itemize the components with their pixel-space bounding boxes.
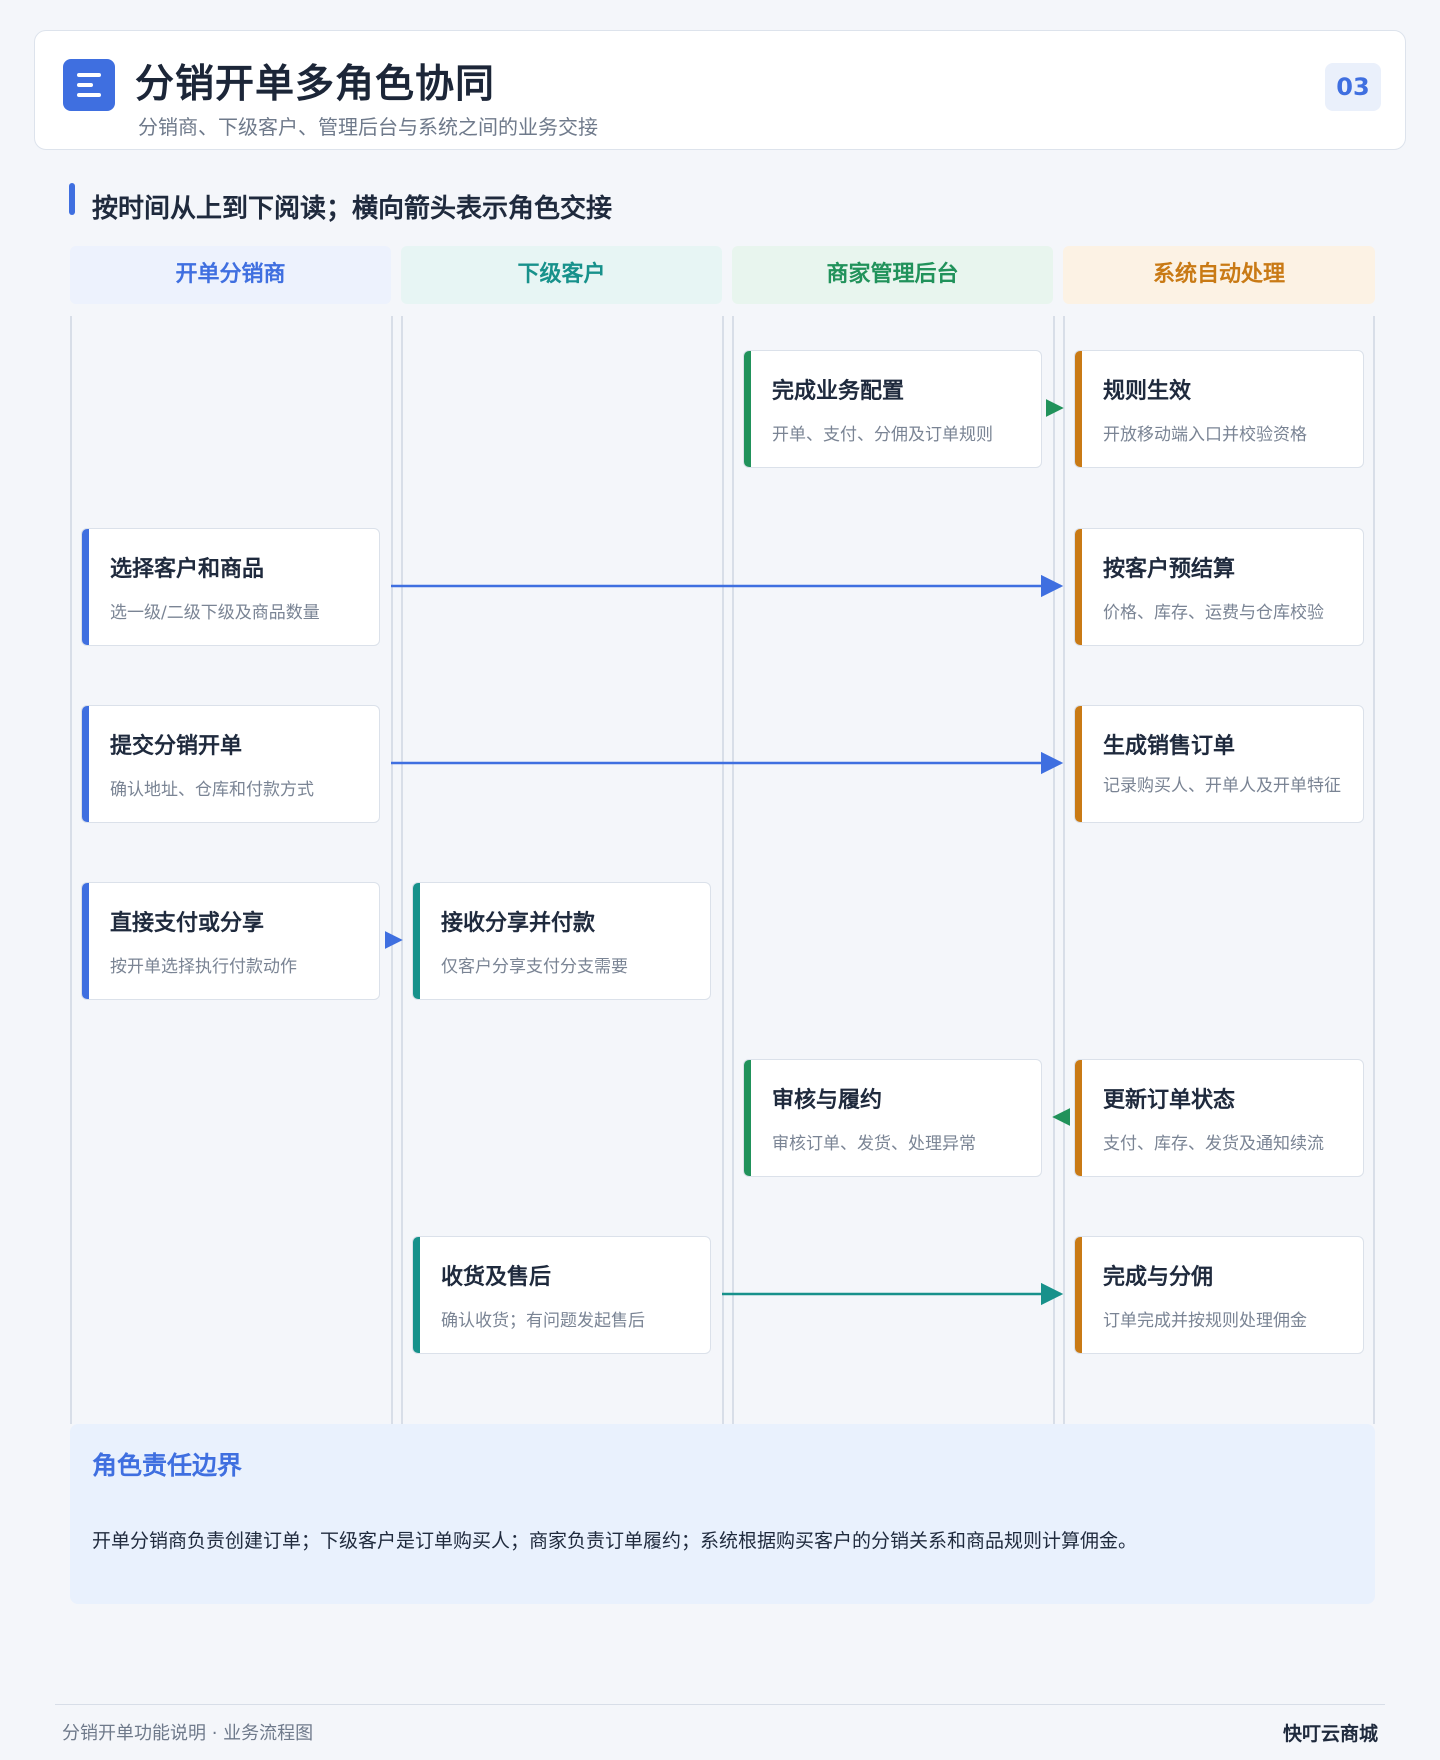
header-card: 分销开单多角色协同 分销商、下级客户、管理后台与系统之间的业务交接 03 <box>34 30 1406 150</box>
step-review-fulfill: 审核与履约 审核订单、发货、处理异常 <box>743 1059 1042 1177</box>
footer-divider <box>55 1704 1385 1705</box>
step-complete-commission: 完成与分佣 订单完成并按规则处理佣金 <box>1074 1236 1364 1354</box>
page-title: 分销开单多角色协同 <box>135 62 496 107</box>
step-accent-stripe <box>1075 351 1082 467</box>
step-desc: 开放移动端入口并校验资格 <box>1103 425 1307 445</box>
step-accent-stripe <box>744 1060 751 1176</box>
step-pay-or-share: 直接支付或分享 按开单选择执行付款动作 <box>81 882 380 1000</box>
step-desc: 按开单选择执行付款动作 <box>110 957 297 977</box>
step-accent-stripe <box>1075 529 1082 645</box>
step-accent-stripe <box>1075 706 1082 822</box>
page-subtitle: 分销商、下级客户、管理后台与系统之间的业务交接 <box>138 115 598 139</box>
step-accent-stripe <box>413 1237 420 1353</box>
lane-divider <box>1053 316 1055 1424</box>
step-generate-sales-order: 生成销售订单 记录购买人、开单人及开单特征 <box>1074 705 1364 823</box>
step-desc: 价格、库存、运费与仓库校验 <box>1103 603 1324 623</box>
step-desc: 确认地址、仓库和付款方式 <box>110 780 314 800</box>
step-accent-stripe <box>82 883 89 999</box>
step-presettle: 按客户预结算 价格、库存、运费与仓库校验 <box>1074 528 1364 646</box>
lane-header-sub-customer: 下级客户 <box>401 246 722 304</box>
lane-header-system: 系统自动处理 <box>1063 246 1375 304</box>
step-title: 更新订单状态 <box>1103 1088 1236 1113</box>
step-title: 规则生效 <box>1103 379 1192 404</box>
lane-divider <box>732 316 734 1424</box>
responsibility-body: 开单分销商负责创建订单；下级客户是订单购买人；商家负责订单履约；系统根据购买客户… <box>92 1530 1138 1552</box>
step-accent-stripe <box>1075 1060 1082 1176</box>
responsibility-card: 角色责任边界 开单分销商负责创建订单；下级客户是订单购买人；商家负责订单履约；系… <box>70 1424 1375 1604</box>
step-desc: 仅客户分享支付分支需要 <box>441 957 628 977</box>
step-title: 完成与分佣 <box>1103 1265 1214 1290</box>
step-desc: 记录购买人、开单人及开单特征 <box>1103 776 1341 796</box>
lane-divider <box>391 316 393 1424</box>
step-desc: 支付、库存、发货及通知续流 <box>1103 1134 1324 1154</box>
lane-header-distributor: 开单分销商 <box>70 246 391 304</box>
page-number-badge: 03 <box>1325 63 1381 111</box>
step-title: 提交分销开单 <box>110 734 243 759</box>
footer-caption: 分销开单功能说明 · 业务流程图 <box>62 1723 314 1744</box>
lane-divider <box>70 316 72 1424</box>
step-accent-stripe <box>82 706 89 822</box>
step-submit-order: 提交分销开单 确认地址、仓库和付款方式 <box>81 705 380 823</box>
lane-divider <box>1373 316 1375 1424</box>
step-title: 完成业务配置 <box>772 379 905 404</box>
step-desc: 开单、支付、分佣及订单规则 <box>772 425 993 445</box>
step-accent-stripe <box>744 351 751 467</box>
responsibility-title: 角色责任边界 <box>92 1451 243 1480</box>
step-desc: 确认收货；有问题发起售后 <box>441 1311 645 1331</box>
step-accent-stripe <box>1075 1237 1082 1353</box>
section-accent-bar <box>69 183 75 215</box>
document-list-icon <box>63 59 115 111</box>
step-title: 选择客户和商品 <box>110 557 265 582</box>
step-select-customer-goods: 选择客户和商品 选一级/二级下级及商品数量 <box>81 528 380 646</box>
lane-divider <box>1063 316 1065 1424</box>
step-title: 生成销售订单 <box>1103 734 1236 759</box>
step-title: 直接支付或分享 <box>110 911 265 936</box>
step-accent-stripe <box>413 883 420 999</box>
step-update-order-status: 更新订单状态 支付、库存、发货及通知续流 <box>1074 1059 1364 1177</box>
lane-header-merchant-admin: 商家管理后台 <box>732 246 1053 304</box>
footer-brand: 快叮云商城 <box>1282 1723 1378 1745</box>
step-title: 按客户预结算 <box>1103 557 1236 582</box>
step-title: 接收分享并付款 <box>441 911 596 936</box>
step-accent-stripe <box>82 529 89 645</box>
step-business-config: 完成业务配置 开单、支付、分佣及订单规则 <box>743 350 1042 468</box>
step-desc: 审核订单、发货、处理异常 <box>772 1134 976 1154</box>
lane-divider <box>401 316 403 1424</box>
step-receive-share-pay: 接收分享并付款 仅客户分享支付分支需要 <box>412 882 711 1000</box>
step-title: 审核与履约 <box>772 1088 883 1113</box>
step-rules-effective: 规则生效 开放移动端入口并校验资格 <box>1074 350 1364 468</box>
step-title: 收货及售后 <box>441 1265 552 1290</box>
step-desc: 订单完成并按规则处理佣金 <box>1103 1311 1307 1331</box>
step-receipt-aftersale: 收货及售后 确认收货；有问题发起售后 <box>412 1236 711 1354</box>
lane-divider <box>722 316 724 1424</box>
section-heading: 按时间从上到下阅读；横向箭头表示角色交接 <box>92 194 613 224</box>
step-desc: 选一级/二级下级及商品数量 <box>110 603 320 623</box>
